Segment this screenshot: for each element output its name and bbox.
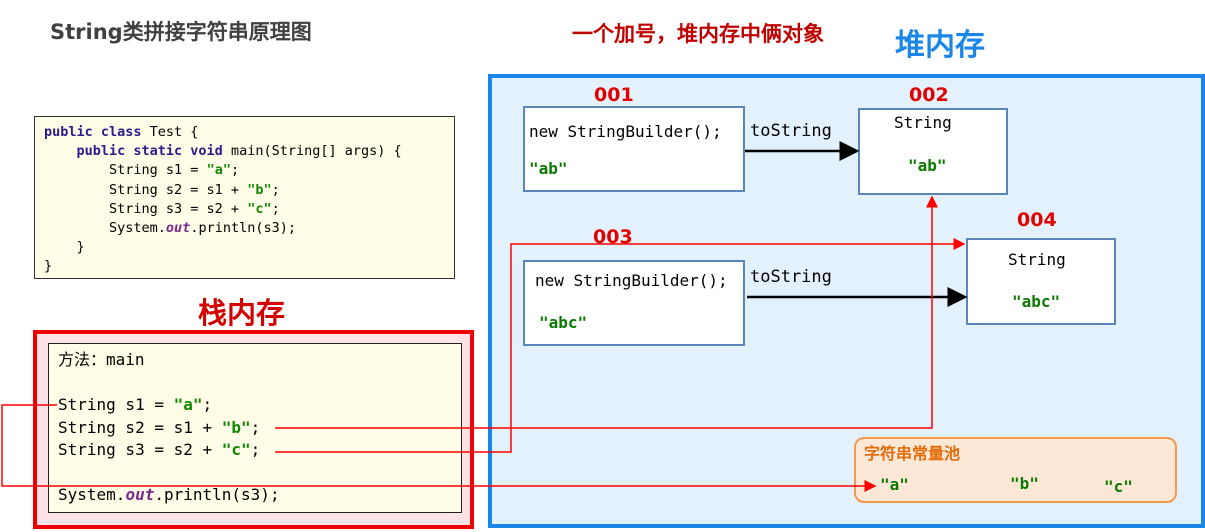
string-constant-pool xyxy=(854,437,1177,503)
object-type: new StringBuilder(); xyxy=(535,271,728,290)
code-token: ; xyxy=(230,162,240,179)
address-label-003: 003 xyxy=(593,226,633,248)
stack-line-println: System.out.println(s3); xyxy=(58,484,461,507)
diagram-subtitle: 一个加号，堆内存中俩对象 xyxy=(572,22,824,46)
address-label-002: 002 xyxy=(909,84,949,106)
code-token: "c" xyxy=(221,440,251,459)
code-token: String s2 = s1 + xyxy=(44,181,248,198)
heap-object-001: new StringBuilder(); "ab" xyxy=(523,106,745,192)
code-token: String s3 = s2 + xyxy=(44,200,248,217)
stack-line-s2: String s2 = s1 + "b"; xyxy=(58,417,461,440)
code-line: String s3 = s2 + "c"; xyxy=(44,200,454,219)
object-type: String xyxy=(894,113,952,132)
code-line: String s1 = "a"; xyxy=(44,161,454,180)
tostring-label-2: toString xyxy=(750,267,832,287)
code-token: String s1 = xyxy=(44,162,207,179)
code-token: ; xyxy=(202,395,213,414)
code-token: "b" xyxy=(247,181,272,198)
object-value: "abc" xyxy=(1012,292,1061,311)
code-token: "b" xyxy=(221,417,251,437)
s3-reference-line xyxy=(275,238,966,453)
s2-reference-line xyxy=(275,195,938,429)
code-token: "a" xyxy=(173,395,203,414)
stack-title: 栈内存 xyxy=(198,296,286,330)
stack-line-s3: String s3 = s2 + "c"; xyxy=(58,439,461,462)
code-line: String s2 = s1 + "b"; xyxy=(44,181,454,200)
heap-object-002: String "ab" xyxy=(858,108,1008,195)
code-token: .println(s3); xyxy=(190,219,296,236)
code-token: "a" xyxy=(206,162,231,179)
code-token: String s3 = s2 + xyxy=(58,440,222,459)
code-line: } xyxy=(44,257,454,276)
code-token: } xyxy=(44,258,53,275)
string-pool-title: 字符串常量池 xyxy=(864,444,961,463)
object-value: "ab" xyxy=(908,156,947,175)
code-token: String s2 = s1 + xyxy=(58,417,222,437)
code-token: public class xyxy=(44,124,150,140)
code-token: ; xyxy=(271,181,280,198)
pool-item-b: "b" xyxy=(1010,474,1039,493)
code-token: } xyxy=(44,239,85,256)
object-type: new StringBuilder(); xyxy=(529,122,722,141)
object-value: "abc" xyxy=(539,313,588,332)
code-token: "c" xyxy=(247,200,272,217)
address-label-004: 004 xyxy=(1017,209,1057,231)
source-code-box: public class Test { public static void m… xyxy=(34,116,455,279)
code-line: System.out.println(s3); xyxy=(44,219,454,238)
code-line: } xyxy=(44,238,454,257)
heap-title: 堆内存 xyxy=(895,28,985,63)
object-value: "ab" xyxy=(529,159,568,178)
code-token: ; xyxy=(250,440,261,459)
heap-object-003: new StringBuilder(); "abc" xyxy=(523,260,745,346)
code-token: main(String[] args) { xyxy=(230,143,402,160)
diagram-title: String类拼接字符串原理图 xyxy=(50,20,312,44)
code-token: .println(s3); xyxy=(154,485,280,504)
pool-item-c: "c" xyxy=(1104,477,1133,496)
code-token: out xyxy=(125,485,155,504)
code-token: ; xyxy=(271,200,280,217)
code-token: System. xyxy=(58,485,126,504)
code-line: public class Test { xyxy=(44,123,454,142)
code-line: public static void main(String[] args) { xyxy=(44,142,454,161)
tostring-label-1: toString xyxy=(750,121,832,141)
object-type: String xyxy=(1008,250,1066,269)
address-label-001: 001 xyxy=(594,84,634,106)
pool-item-a: "a" xyxy=(880,475,909,494)
code-token: System. xyxy=(44,219,166,236)
code-token: out xyxy=(165,219,191,236)
code-token: ; xyxy=(250,417,261,437)
stack-line-s1: String s1 = "a"; xyxy=(58,394,461,417)
heap-object-004: String "abc" xyxy=(966,238,1116,325)
code-token: String s1 = xyxy=(58,395,174,414)
code-token: Test { xyxy=(149,124,199,140)
s1-reference-line xyxy=(1,404,877,492)
code-token: public static void xyxy=(76,143,231,160)
method-label: 方法：main xyxy=(58,350,145,369)
